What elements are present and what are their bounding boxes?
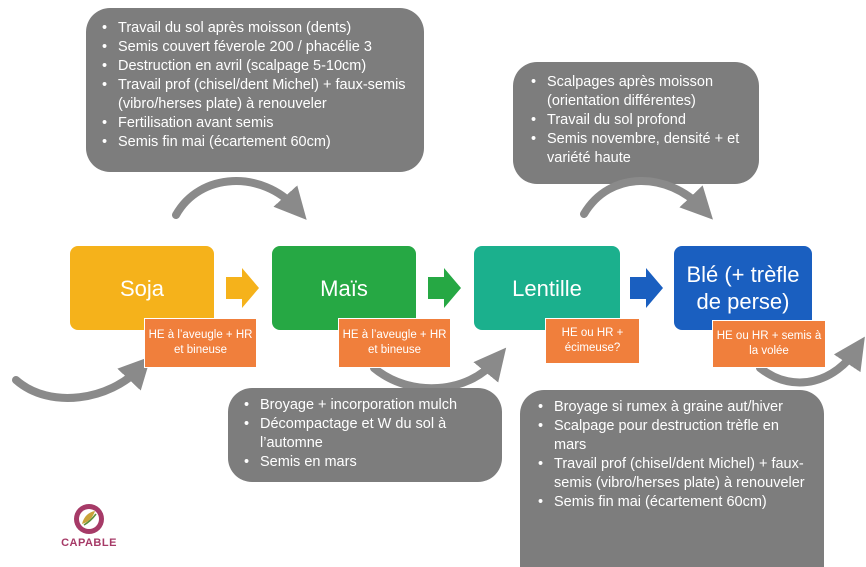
arrow-soja-mais [226,268,259,308]
crop-label: Maïs [320,275,368,301]
capable-logo: CAPABLE [44,502,134,552]
logo-emblem-icon [74,504,104,534]
logo-text: CAPABLE [61,537,117,549]
arrow-lentille-ble [630,268,663,308]
note-item: Broyage si rumex à graine aut/hiver [532,398,814,417]
herb-label: HE à l’aveugle + HR et bineuse [342,329,447,356]
curve-start-soja [12,356,151,402]
note-item: Semis couvert féverole 200 / phacélie 3 [96,38,412,57]
crop-ble: Blé (+ trèfle de perse) [674,246,812,330]
herb-soja: HE à l’aveugle + HR et bineuse [144,318,257,368]
note-ble-soja: Broyage si rumex à graine aut/hiver Scal… [520,390,824,567]
note-item: Fertilisation avant semis [96,114,412,133]
note-mais-lentille: Broyage + incorporation mulch Décompacta… [228,388,502,482]
note-item: Destruction en avril (scalpage 5-10cm) [96,57,412,76]
curve-soja-mais [172,177,307,220]
note-item: Scalpages après moisson (orientation dif… [525,73,745,111]
crop-soja: Soja [70,246,214,330]
crop-lentille: Lentille [474,246,620,330]
note-item: Travail du sol après moisson (dents) [96,19,412,38]
herb-lentille: HE ou HR + écimeuse? [545,318,640,364]
note-item: Travail prof (chisel/dent Michel) + faux… [96,76,412,114]
crop-label: Soja [119,275,165,301]
herb-label: HE ou HR + semis à la volée [716,330,822,357]
note-item: Scalpage pour destruction trèfle en mars [532,417,814,455]
note-item: Semis fin mai (écartement 60cm) [96,133,412,152]
note-item: Semis novembre, densité + et variété hau… [525,130,745,168]
crop-label: Lentille [512,275,582,301]
herb-label: HE à l’aveugle + HR et bineuse [148,329,253,356]
note-item: Semis en mars [238,453,492,472]
herb-ble: HE ou HR + semis à la volée [712,320,826,368]
note-item: Semis fin mai (écartement 60cm) [532,493,814,512]
note-item: Décompactage et W du sol à l’automne [238,415,492,453]
note-lentille-ble: Scalpages après moisson (orientation dif… [513,62,759,184]
herb-label: HE ou HR + écimeuse? [561,327,624,354]
curve-mais-lentille [370,347,507,393]
crop-label: Blé (+ trèfle de perse) [686,262,800,314]
note-item: Broyage + incorporation mulch [238,396,492,415]
note-soja-mais: Travail du sol après moisson (dents) Sem… [86,8,424,172]
curve-ble-out [756,336,865,387]
note-item: Travail prof (chisel/dent Michel) + faux… [532,455,814,493]
curve-lentille-ble [580,177,713,220]
herb-mais: HE à l’aveugle + HR et bineuse [338,318,451,368]
note-item: Travail du sol profond [525,111,745,130]
arrow-mais-lentille [428,268,461,308]
crop-mais: Maïs [272,246,416,330]
